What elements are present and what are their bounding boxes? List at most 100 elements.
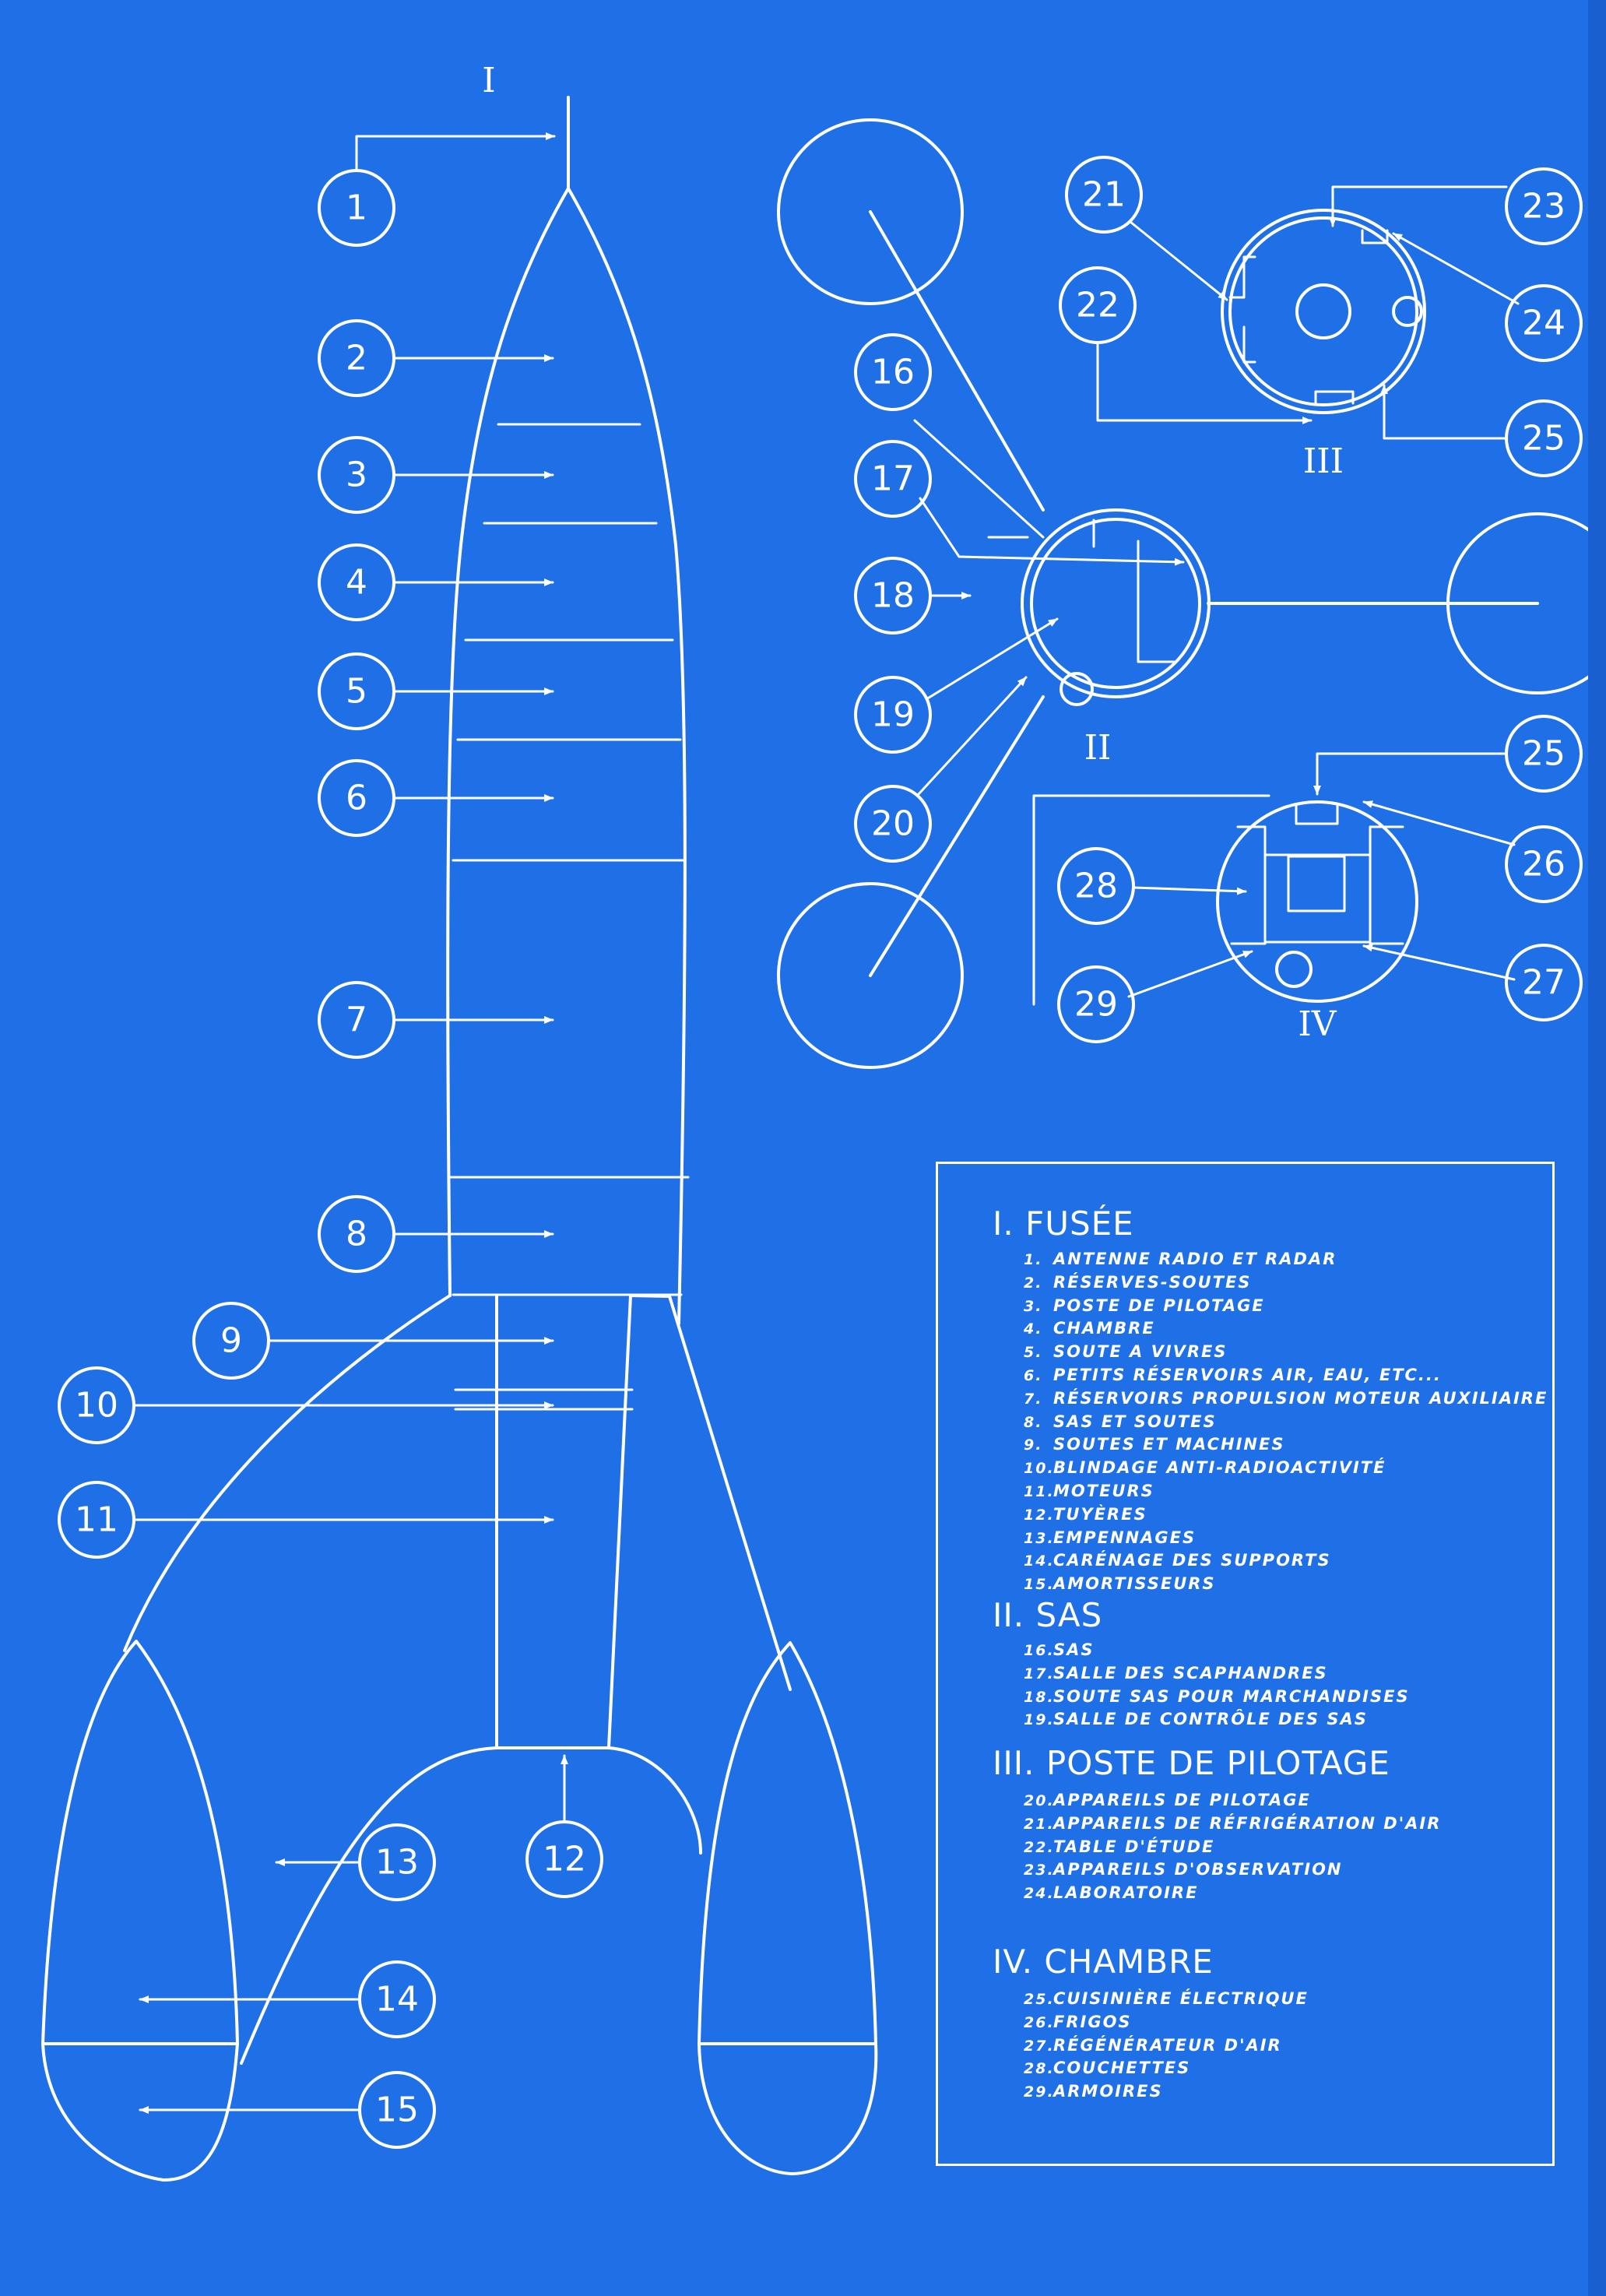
callout-number: 8 xyxy=(346,1215,367,1254)
legend-item-number: 19. xyxy=(1024,1711,1055,1729)
legend-item: 19.SALLE DE CONTRÔLE DES SAS xyxy=(1024,1710,1368,1728)
callout-number: 16 xyxy=(871,353,915,392)
sas-callouts: 16 17 18 19 20 xyxy=(854,333,1185,863)
rocket-outline xyxy=(41,96,878,2182)
callout-number: 1 xyxy=(346,188,367,228)
legend-item: 15.AMORTISSEURS xyxy=(1024,1574,1216,1593)
cockpit-callouts: 21 22 23 24 25 xyxy=(1059,156,1583,477)
callout-number: 14 xyxy=(375,1980,419,2020)
legend-item-number: 7. xyxy=(1024,1390,1043,1408)
legend-item: 3.POSTE DE PILOTAGE xyxy=(1024,1296,1265,1315)
callout-number: 22 xyxy=(1076,286,1119,325)
callout-number: 24 xyxy=(1522,304,1566,343)
legend-item-label: SAS xyxy=(1053,1640,1095,1659)
callout-number: 25 xyxy=(1522,419,1566,459)
legend-section-title: IV. CHAMBRE xyxy=(993,1943,1214,1981)
legend-item-label: TUYÈRES xyxy=(1053,1504,1147,1524)
callout-circle xyxy=(318,169,395,247)
legend-item-number: 14. xyxy=(1024,1552,1055,1570)
legend-item-label: CARÉNAGE DES SUPPORTS xyxy=(1053,1551,1331,1570)
legend-item-label: FRIGOS xyxy=(1053,2012,1132,2031)
legend-item-label: RÉSERVOIRS PROPULSION MOTEUR AUXILIAIRE xyxy=(1053,1388,1548,1408)
legend-item-number: 16. xyxy=(1024,1642,1055,1659)
legend-item-number: 27. xyxy=(1024,2037,1055,2055)
legend-section-title: I. FUSÉE xyxy=(993,1204,1134,1243)
legend-item-label: PETITS RÉSERVOIRS AIR, EAU, ETC... xyxy=(1053,1366,1442,1384)
callout-number: 25 xyxy=(1522,734,1566,774)
callout-number: 21 xyxy=(1082,175,1126,215)
legend-item: 16.SAS xyxy=(1024,1640,1095,1659)
legend-item: 1. ANTENNE RADIO ET RADAR xyxy=(1024,1250,1337,1268)
callout-number: 11 xyxy=(75,1500,118,1540)
callout-number: 7 xyxy=(346,1000,367,1040)
legend-item-number: 28. xyxy=(1024,2060,1055,2078)
callout-number: 26 xyxy=(1522,845,1566,884)
legend-item-number: 15. xyxy=(1024,1576,1055,1594)
legend-item-label: RÉGÉNÉRATEUR D'AIR xyxy=(1053,2035,1282,2055)
legend-item-number: 26. xyxy=(1024,2013,1055,2031)
legend-item: 13.EMPENNAGES xyxy=(1024,1528,1196,1547)
legend-item-number: 10. xyxy=(1024,1460,1055,1478)
legend-item-label: ANTENNE RADIO ET RADAR xyxy=(1053,1250,1337,1268)
legend-item-label: AMORTISSEURS xyxy=(1053,1574,1216,1594)
callout-number: 4 xyxy=(346,563,367,603)
legend-item-number: 17. xyxy=(1024,1665,1055,1682)
legend-item-label: SOUTE A VIVRES xyxy=(1053,1342,1228,1362)
legend-item-label: CUISINIÈRE ÉLECTRIQUE xyxy=(1053,1989,1309,2008)
legend-item-number: 18. xyxy=(1024,1688,1055,1706)
callout-number: 23 xyxy=(1522,187,1566,227)
legend-item-number: 2. xyxy=(1024,1274,1043,1292)
legend-item-label: SAS ET SOUTES xyxy=(1053,1412,1217,1431)
legend-item: 4. CHAMBRE xyxy=(1024,1319,1155,1338)
legend-item: 12.TUYÈRES xyxy=(1024,1505,1147,1524)
legend-item-label: LABORATOIRE xyxy=(1053,1883,1199,1903)
legend-item: 21.APPAREILS DE RÉFRIGÉRATION D'AIR xyxy=(1024,1814,1441,1833)
callout-number: 28 xyxy=(1074,867,1118,906)
view-label-rocket: I xyxy=(482,61,495,100)
legend-item-number: 5. xyxy=(1024,1344,1043,1362)
legend-item: 8.SAS ET SOUTES xyxy=(1024,1412,1217,1431)
view-label-cockpit: III xyxy=(1303,441,1344,481)
legend-item-label: BLINDAGE ANTI-RADIOACTIVITÉ xyxy=(1053,1458,1386,1478)
legend-item-label: CHAMBRE xyxy=(1053,1319,1155,1338)
legend-item-number: 24. xyxy=(1024,1885,1055,1903)
legend-item-label: APPAREILS DE RÉFRIGÉRATION D'AIR xyxy=(1053,1813,1442,1833)
legend-item-label: TABLE D'ÉTUDE xyxy=(1053,1837,1215,1856)
callout-number: 10 xyxy=(75,1386,118,1426)
legend-item: 11.MOTEURS xyxy=(1024,1482,1154,1500)
legend-item: 27.RÉGÉNÉRATEUR D'AIR xyxy=(1024,2036,1282,2055)
legend-item: 9.SOUTES ET MACHINES xyxy=(1024,1435,1284,1454)
legend-item: 17.SALLE DES SCAPHANDRES xyxy=(1024,1664,1328,1682)
legend-item-number: 22. xyxy=(1024,1838,1055,1856)
legend-item-number: 9. xyxy=(1024,1436,1043,1454)
legend-item-label: COUCHETTES xyxy=(1053,2059,1191,2078)
legend-item: 20.APPAREILS DE PILOTAGE xyxy=(1024,1791,1311,1809)
callout-number: 29 xyxy=(1074,985,1118,1025)
legend-item: 10.BLINDAGE ANTI-RADIOACTIVITÉ xyxy=(1024,1458,1386,1477)
legend-item-label: SALLE DES SCAPHANDRES xyxy=(1053,1663,1328,1682)
bedroom-callouts: 25 26 27 28 29 xyxy=(1032,715,1583,1043)
bedroom-cross-section xyxy=(1216,800,1418,1003)
callout-number: 2 xyxy=(346,339,367,378)
legend-item: 18.SOUTE SAS POUR MARCHANDISES xyxy=(1024,1687,1410,1706)
legend-item-label: POSTE DE PILOTAGE xyxy=(1053,1296,1265,1315)
legend-item-number: 1. xyxy=(1024,1251,1043,1268)
legend-item: 5. SOUTE A VIVRES xyxy=(1024,1342,1228,1361)
callout-number: 20 xyxy=(871,804,915,844)
callout-number: 3 xyxy=(346,455,367,495)
callout-number: 18 xyxy=(871,576,915,616)
legend-item-number: 6. xyxy=(1024,1367,1043,1384)
legend-item-number: 11. xyxy=(1024,1483,1055,1500)
legend-item-number: 4. xyxy=(1024,1320,1043,1338)
legend-item: 23.APPAREILS D'OBSERVATION xyxy=(1024,1860,1343,1879)
legend-item: 2.RÉSERVES-SOUTES xyxy=(1024,1273,1251,1292)
view-label-sas: II xyxy=(1084,728,1112,768)
legend-section-title: III. POSTE DE PILOTAGE xyxy=(993,1744,1390,1782)
view-label-bedroom: IV xyxy=(1298,1004,1337,1044)
legend-item-label: APPAREILS DE PILOTAGE xyxy=(1053,1791,1311,1809)
legend-item: 7. RÉSERVOIRS PROPULSION MOTEUR AUXILIAIR… xyxy=(1024,1389,1548,1408)
callout-number: 6 xyxy=(346,779,367,818)
legend-item-number: 20. xyxy=(1024,1792,1055,1809)
